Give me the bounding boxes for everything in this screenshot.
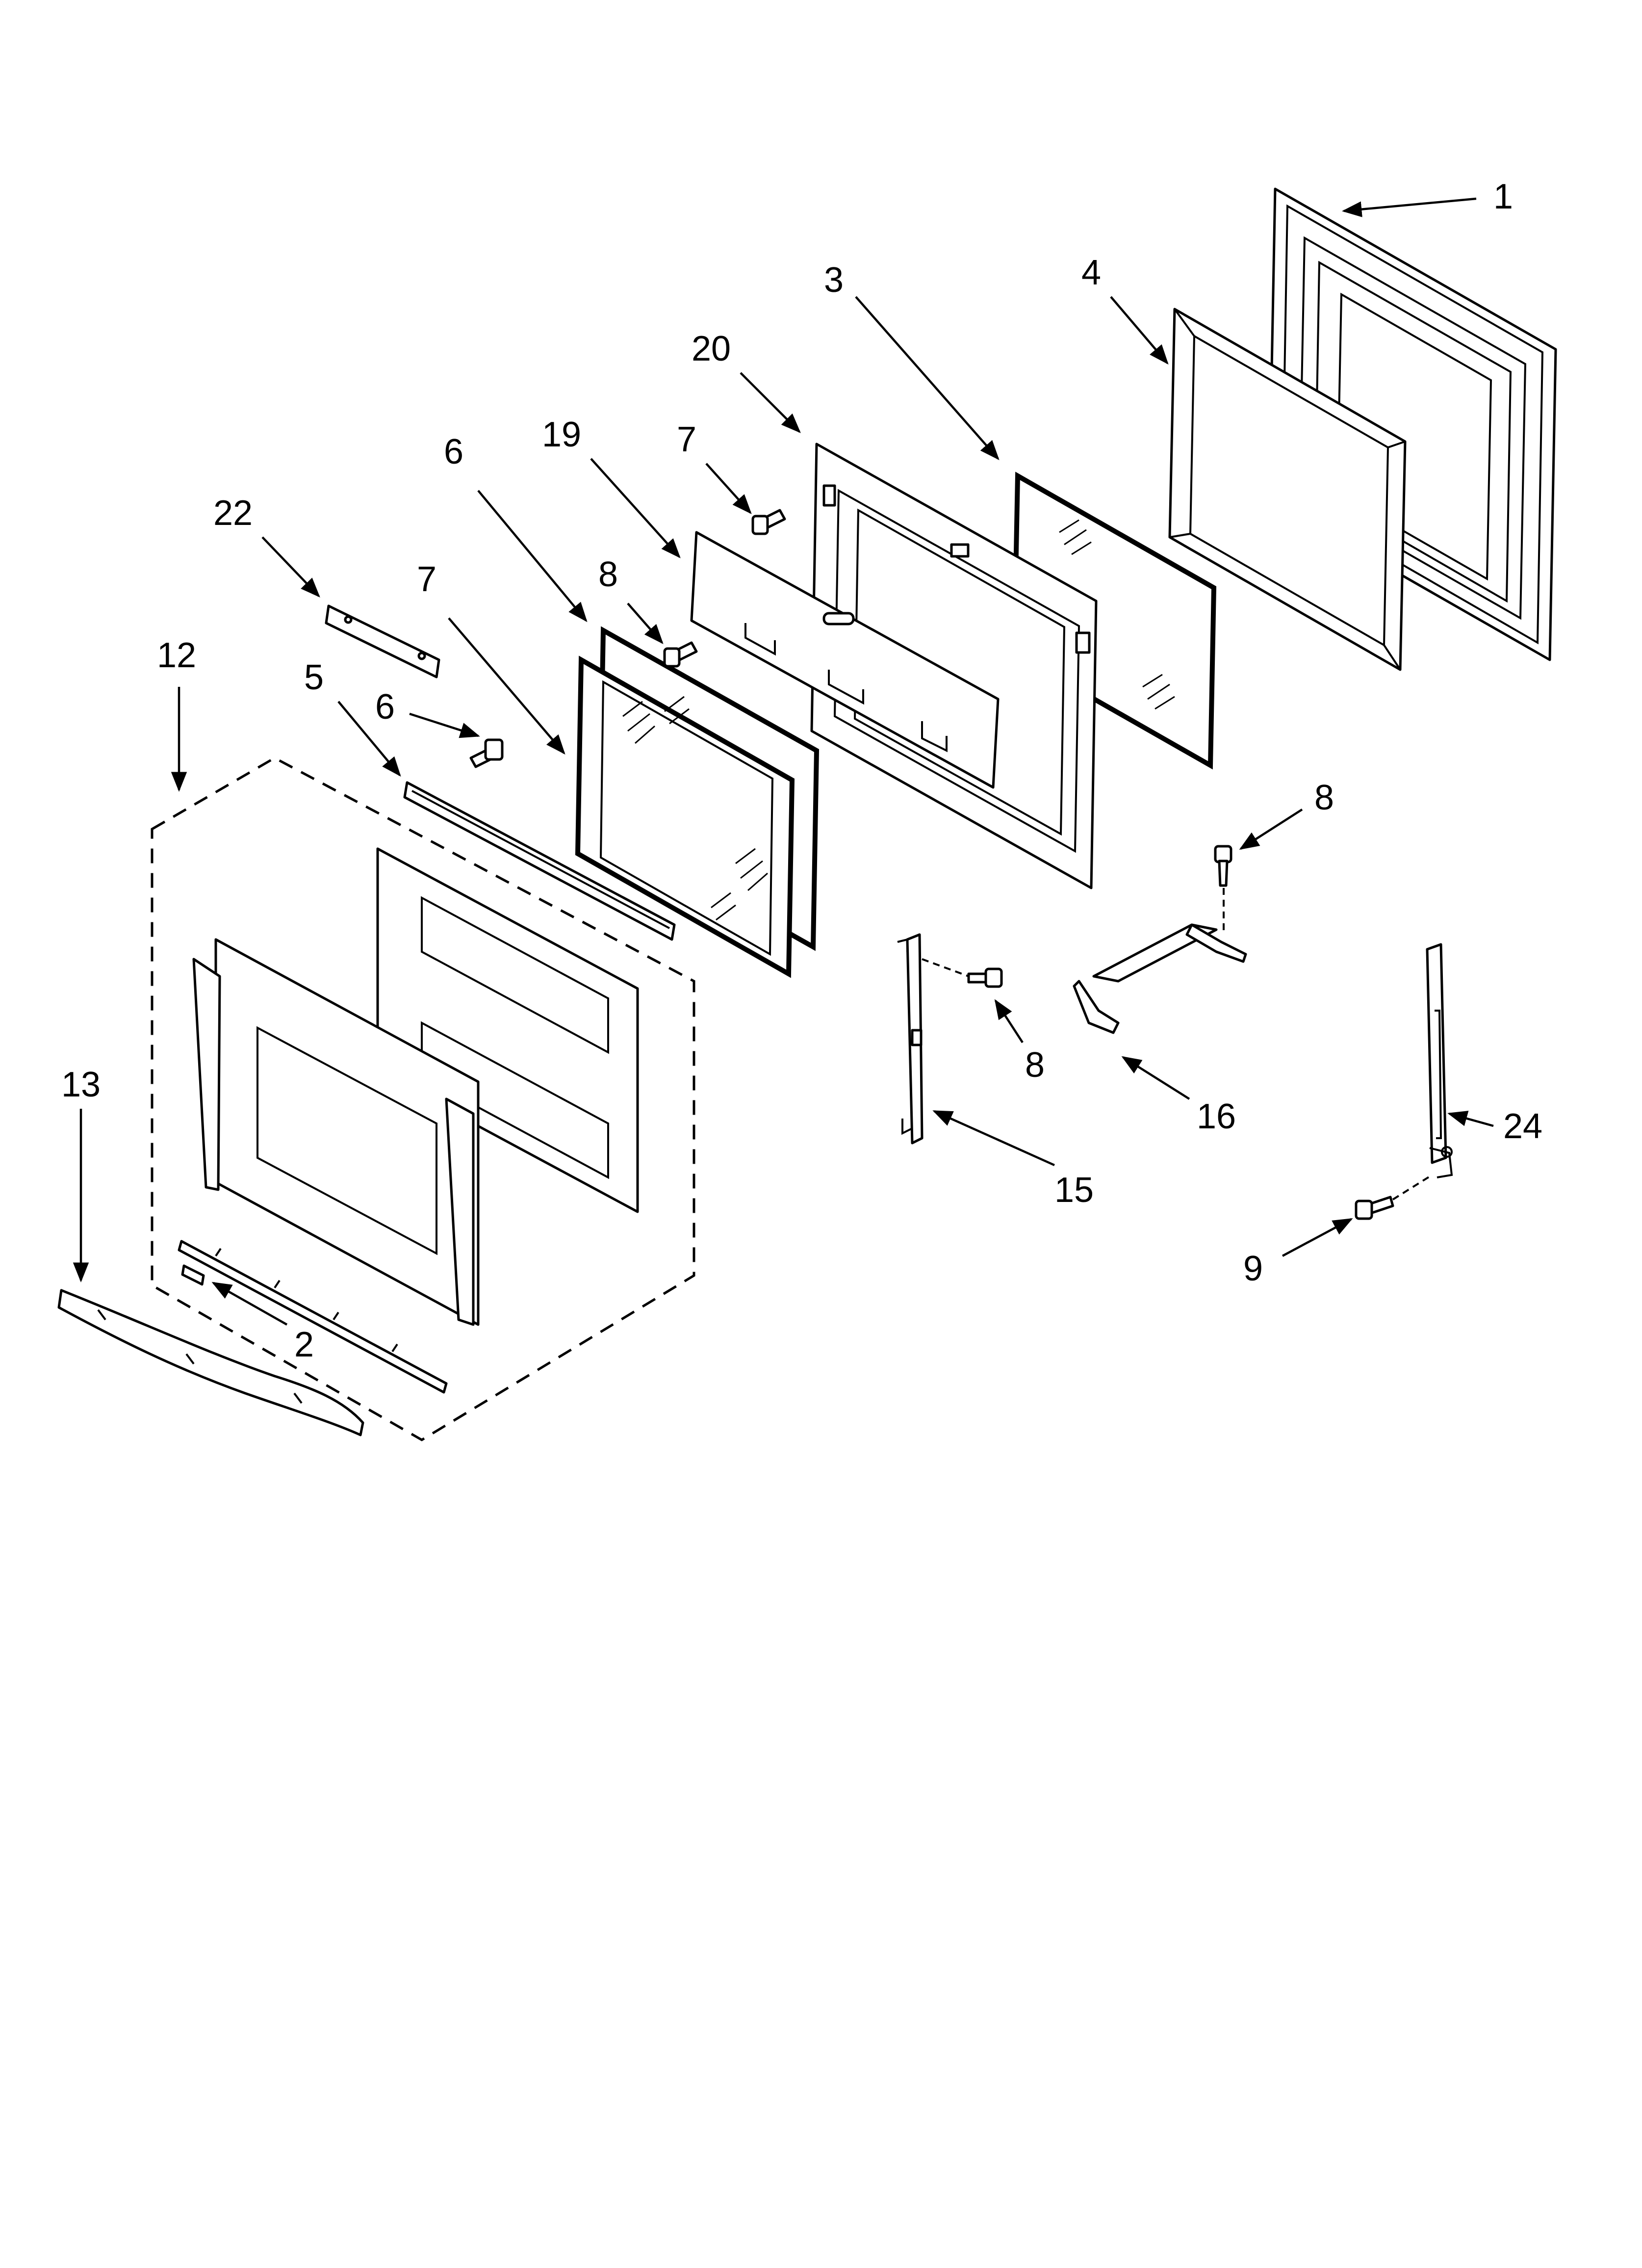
leader-24 [1447,1111,1494,1127]
screw-centerline-lower [922,958,969,977]
part-16-bracket [1073,923,1247,1034]
leader-2 [211,1282,288,1326]
leader-9 [1282,1218,1353,1257]
part-6-screw [469,738,504,768]
part-inner-frame [1168,308,1407,671]
door-bottom-trim [178,1240,448,1394]
callout-6: 6 [375,687,395,727]
part-13-handle [57,1289,364,1436]
callout-7-lower: 7 [417,560,436,599]
callout-13: 13 [61,1065,101,1104]
door-side-trim-right [445,1097,475,1326]
leader-8d [994,999,1024,1043]
leader-3 [855,296,1000,461]
part-22-bracket [325,604,440,678]
part-outer-door-frame [1268,187,1557,661]
leader-8b [627,602,664,645]
leader-15 [932,1110,1055,1167]
part-24-hinge [1426,943,1453,1178]
callout-7-upper: 6 [444,432,463,471]
leader-8c [1239,808,1303,850]
leader-5 [337,701,401,777]
leader-6 [409,712,480,738]
callout-16: 16 [1197,1097,1236,1136]
callout-22: 22 [213,494,253,533]
leader-19 [590,458,681,559]
leader-7b [448,617,565,755]
callout-2: 2 [294,1325,314,1364]
part-door-glass-front [575,655,795,978]
assembly-12-outline [151,756,695,1441]
callout-8-right: 8 [1314,778,1334,817]
leader-16 [1121,1056,1190,1100]
part-5-trim-strip [403,781,676,941]
callout-9: 9 [1243,1249,1263,1288]
callout-8-lower: 8 [1025,1045,1045,1085]
callouts: 1 4 3 20 19 7 6 22 8 7 12 5 6 8 8 13 16 … [61,177,1542,1364]
callout-24: 24 [1503,1107,1542,1146]
callout-15: 15 [1054,1171,1094,1210]
screw-8-top [751,509,786,535]
leader-8a [705,463,752,515]
leader-1 [1341,197,1477,217]
callout-5: 5 [304,658,324,697]
leader-lines [73,197,1494,1326]
callout-12: 12 [157,636,196,675]
callout-1: 1 [1493,177,1513,216]
screw-centerline-9 [1392,1174,1433,1200]
screw-8-lower [967,967,1003,988]
screw-8-middle [663,641,698,668]
part-door-shield [690,531,1000,789]
leader-22 [261,536,320,598]
part-15-hinge-receiver [897,933,924,1145]
leader-4 [1110,296,1169,365]
screw-8-right [1214,845,1232,887]
part-2-badge [181,1264,205,1286]
callout-19: 19 [542,415,581,454]
leader-7a [477,490,588,623]
callout-8-top: 7 [677,420,696,459]
callout-20: 20 [692,329,731,368]
leader-20 [740,372,801,433]
screw-9 [1355,1196,1394,1220]
callout-8-middle: 8 [598,555,618,594]
callout-4: 4 [1081,253,1101,292]
callout-3: 3 [824,261,844,300]
door-side-trim-left [192,958,221,1191]
